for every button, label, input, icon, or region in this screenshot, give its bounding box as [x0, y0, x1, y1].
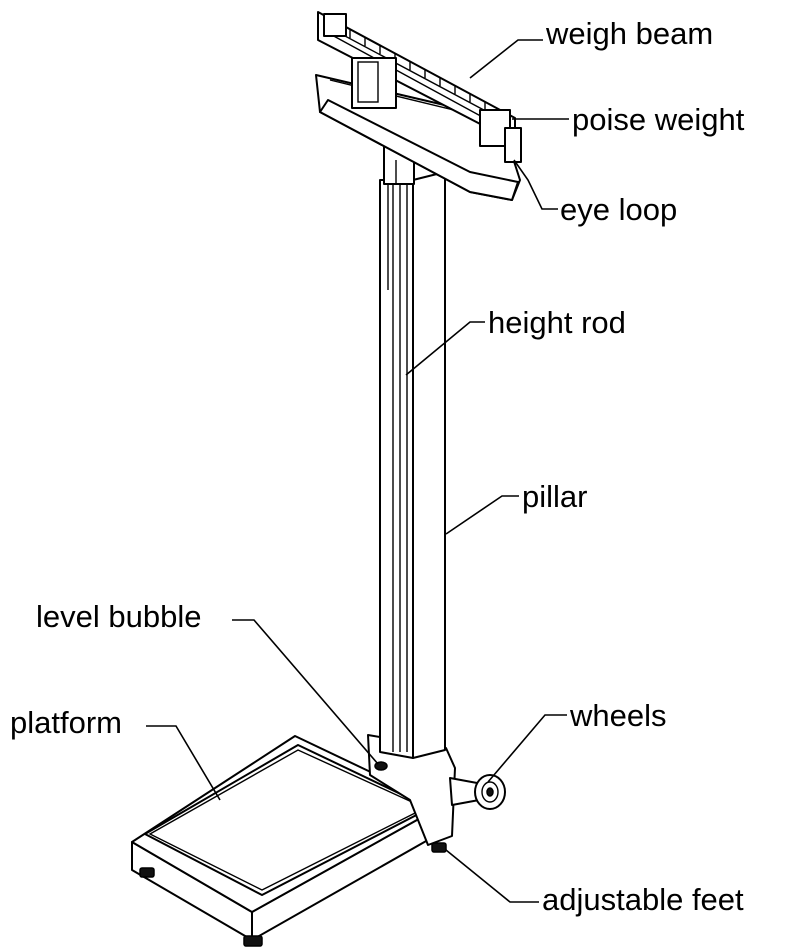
eye-loop — [504, 127, 522, 163]
foot-front — [243, 935, 263, 947]
label-weigh-beam: weigh beam — [546, 16, 714, 51]
platform-base — [131, 735, 447, 947]
beam-housing — [315, 11, 522, 201]
label-adjustable-feet: adjustable feet — [542, 882, 744, 917]
foot-left — [139, 867, 155, 878]
poise-weight-large — [351, 57, 397, 109]
pillar-structure — [367, 143, 506, 846]
label-pillar: pillar — [522, 479, 588, 514]
label-height-rod: height rod — [488, 305, 626, 340]
label-eye-loop: eye loop — [560, 192, 678, 227]
foot-right — [431, 842, 447, 853]
leader-lines — [146, 39, 569, 903]
label-platform: platform — [10, 705, 122, 740]
label-wheels: wheels — [570, 698, 667, 733]
label-level-bubble: level bubble — [36, 599, 202, 634]
label-poise-weight: poise weight — [572, 102, 745, 137]
